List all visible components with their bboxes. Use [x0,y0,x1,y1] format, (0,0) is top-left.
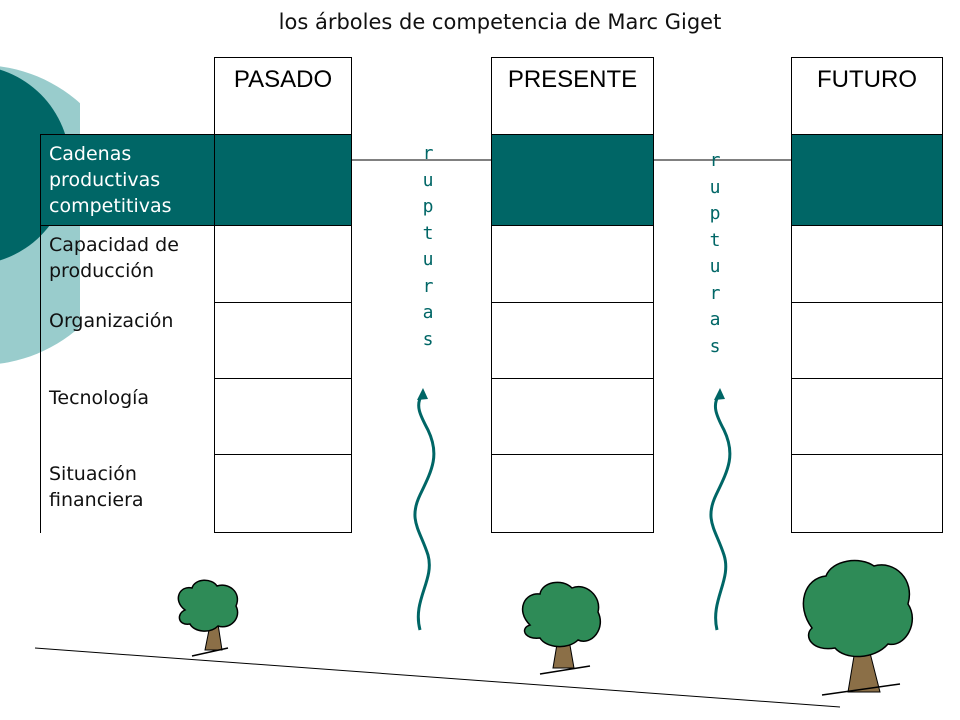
row-label-capacidad: Capacidad de producción [40,226,216,302]
row-label-cadenas: Cadenas productivas competitivas [40,134,216,226]
row-label-organizacion: Organización [40,302,216,379]
ground-line [34,647,841,708]
ruptures-letter: u [422,249,434,270]
ruptures-letter: t [422,222,434,244]
page-title: los árboles de competencia de Marc Giget [278,10,722,34]
ruptures-letter: u [709,256,721,277]
cell-pasado-2 [214,225,352,303]
cell-presente-1 [491,134,654,226]
cell-futuro-3 [791,302,943,380]
row-label-situacion: Situación financiera [40,455,216,533]
column-header-futuro: FUTURO [791,57,943,135]
cell-futuro-2 [791,225,943,303]
large-tree [802,559,914,696]
ruptures-letter: u [709,176,721,198]
cell-presente-2 [491,225,654,303]
arrowhead-2 [714,388,725,400]
column-header-presente: PRESENTE [491,57,654,135]
ruptures-letter: a [709,309,721,330]
small-tree [177,579,239,657]
ruptures-letter: t [709,229,721,251]
arrowhead-1 [417,388,428,400]
cell-pasado-5 [214,454,352,533]
ruptures-letter: r [709,282,721,304]
ruptures-letter: a [422,302,434,323]
medium-tree [521,581,601,675]
ruptures-letter: p [709,203,721,224]
ruptures-letter: r [709,150,721,171]
ruptures-letter: p [422,196,434,217]
ruptures-letter: s [422,328,434,350]
ruptures-letter: s [709,335,721,357]
wavy-arrow-2 [709,394,732,631]
column-header-pasado: PASADO [214,57,352,135]
cell-futuro-4 [791,378,943,456]
cell-pasado-4 [214,378,352,456]
ruptures-letter: r [422,143,434,164]
cell-presente-4 [491,378,654,456]
cell-pasado-1 [214,134,352,226]
ruptures-letter: u [422,169,434,191]
row-label-tecnologia: Tecnología [40,379,216,455]
cell-presente-3 [491,302,654,380]
wavy-arrow-1 [413,394,436,631]
cell-futuro-5 [791,454,943,533]
ruptures-letter: r [422,275,434,297]
cell-presente-5 [491,454,654,533]
